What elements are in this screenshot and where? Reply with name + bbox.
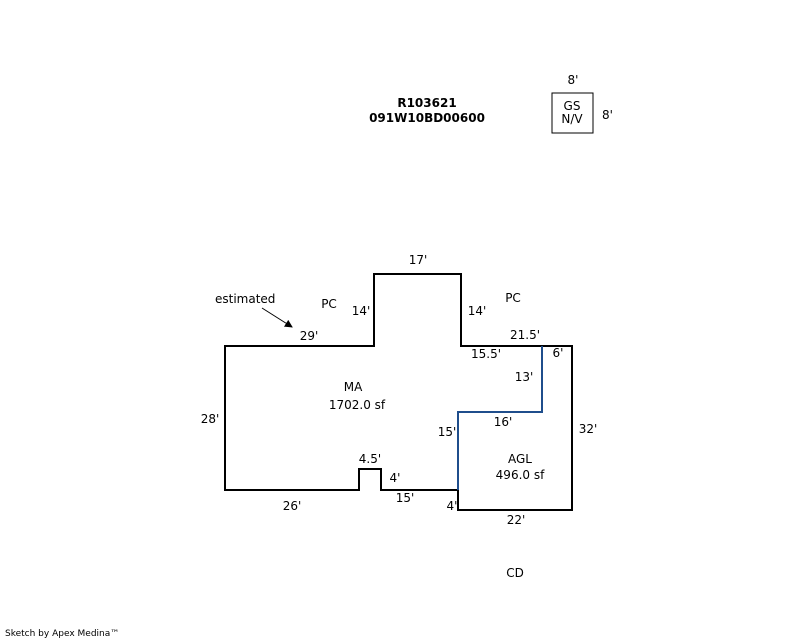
dim-4-5: 4.5' <box>359 452 381 466</box>
dim-15-vertical: 15' <box>438 425 457 439</box>
dim-15-5: 15.5' <box>471 347 501 361</box>
main-area-size: 1702.0 sf <box>329 398 386 412</box>
outbuilding-depth: 8' <box>602 108 613 122</box>
dim-4-upper: 4' <box>390 471 401 485</box>
dim-29: 29' <box>300 329 319 343</box>
main-area-code: MA <box>344 380 363 394</box>
garage-shared-wall <box>457 346 543 490</box>
estimated-arrow <box>261 307 293 328</box>
dim-26: 26' <box>283 499 302 513</box>
dim-32: 32' <box>579 422 598 436</box>
main-area-outline <box>224 273 573 511</box>
dim-left-14: 14' <box>352 304 371 318</box>
deck-label: CD <box>506 566 524 580</box>
dim-4-lower: 4' <box>447 499 458 513</box>
dim-right-14: 14' <box>468 304 487 318</box>
sketch-credit: Sketch by Apex Medina™ <box>5 629 119 639</box>
outbuilding-rect <box>551 92 594 134</box>
dim-top-17: 17' <box>409 253 428 267</box>
dim-6: 6' <box>553 346 564 360</box>
outbuilding-code: GS <box>564 99 581 113</box>
estimated-note: estimated <box>215 292 275 306</box>
dim-15-horizontal: 15' <box>396 491 415 505</box>
outbuilding-width: 8' <box>568 73 579 87</box>
outbuilding-status: N/V <box>561 112 583 126</box>
account-number: R103621 <box>397 96 456 110</box>
map-tax-lot: 091W10BD00600 <box>369 111 485 125</box>
dim-16: 16' <box>494 415 513 429</box>
garage-area-code: AGL <box>508 452 532 466</box>
dim-21-5: 21.5' <box>510 328 540 342</box>
porch-label-right: PC <box>505 291 521 305</box>
dim-28: 28' <box>201 412 220 426</box>
dim-22: 22' <box>507 513 526 527</box>
dim-13: 13' <box>515 370 534 384</box>
garage-area-size: 496.0 sf <box>496 468 545 482</box>
porch-label-left: PC <box>321 297 337 311</box>
